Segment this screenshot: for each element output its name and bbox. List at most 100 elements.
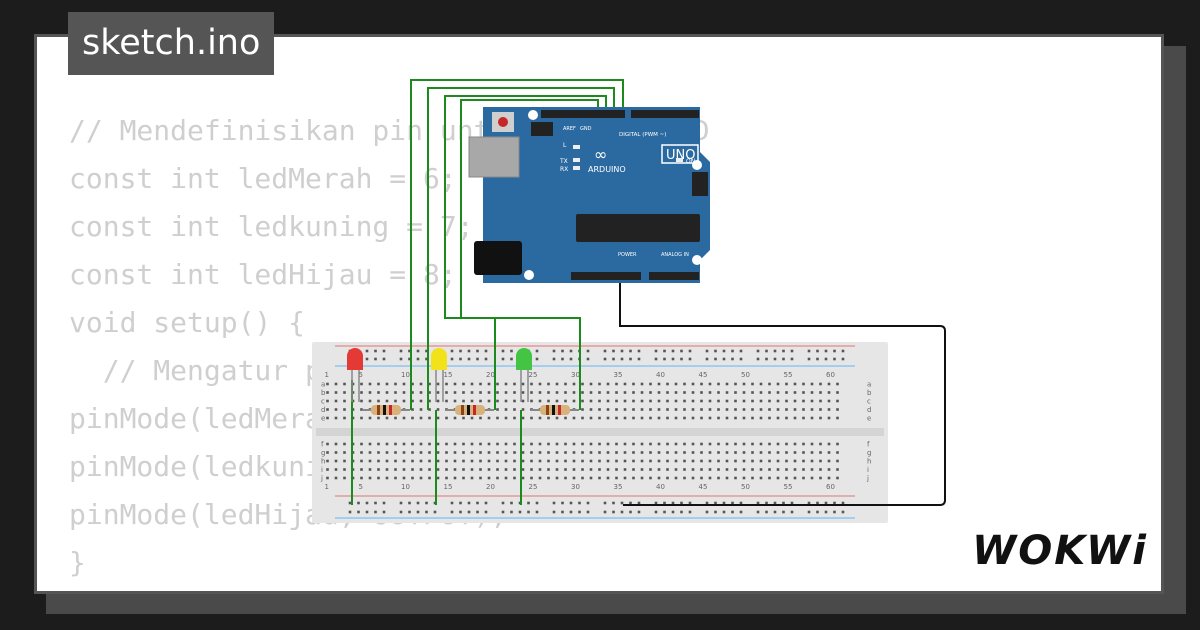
breadboard-hole [751, 476, 754, 480]
breadboard-hole [564, 399, 567, 403]
rail-hole [612, 349, 615, 353]
breadboard-hole [598, 408, 601, 411]
breadboard-hole [334, 451, 338, 454]
rail-hole [816, 357, 819, 361]
breadboard-hole [666, 459, 669, 463]
breadboard-hole [581, 451, 584, 454]
breadboard-hole [411, 416, 414, 420]
breadboard-hole [691, 408, 695, 411]
breadboard-hole [700, 391, 703, 394]
breadboard-hole [564, 382, 567, 386]
breadboard-hole [708, 459, 712, 463]
rail-hole [705, 357, 709, 361]
breadboard-hole [453, 416, 457, 420]
rail-hole [731, 510, 734, 514]
breadboard-hole [428, 416, 431, 420]
breadboard-hole [394, 416, 397, 420]
breadboard-hole [657, 442, 661, 446]
breadboard-hole [436, 399, 440, 403]
breadboard-hole [462, 468, 465, 471]
breadboard-hole [623, 399, 627, 403]
breadboard-hole [470, 416, 474, 420]
rail-hole [552, 501, 556, 505]
rail-hole [756, 510, 760, 514]
rail-hole [663, 510, 666, 514]
breadboard-hole [547, 476, 550, 480]
row-letter: d [321, 406, 325, 414]
breadboard-hole [572, 451, 576, 454]
row-letter: d [867, 406, 871, 414]
breadboard-hole [343, 459, 346, 463]
breadboard-hole [419, 399, 423, 403]
breadboard-hole [513, 459, 516, 463]
breadboard-hole [776, 451, 780, 454]
breadboard-hole [343, 391, 346, 394]
column-number: 1 [325, 483, 329, 491]
breadboard-hole [411, 442, 414, 446]
breadboard-hole [530, 382, 533, 386]
breadboard-hole [615, 468, 618, 471]
breadboard-hole [734, 391, 737, 394]
breadboard-hole [436, 442, 440, 446]
breadboard-hole [734, 416, 737, 420]
row-letter: a [867, 381, 871, 389]
breadboard-hole [504, 476, 508, 480]
breadboard-hole [734, 451, 737, 454]
rail-hole [807, 510, 811, 514]
breadboard-hole [666, 399, 669, 403]
breadboard-hole [521, 459, 525, 463]
rail-hole [459, 357, 462, 361]
breadboard-hole [827, 442, 831, 446]
breadboard-hole [810, 416, 814, 420]
breadboard-hole [521, 408, 525, 411]
rail-hole [467, 510, 471, 514]
breadboard-hole [632, 408, 635, 411]
breadboard-hole [462, 451, 465, 454]
breadboard-hole [538, 416, 542, 420]
reset-button [498, 117, 508, 127]
breadboard-hole [479, 391, 482, 394]
rail-hole [603, 510, 607, 514]
breadboard-hole [598, 468, 601, 471]
breadboard-hole [462, 442, 465, 446]
breadboard-hole [759, 476, 763, 480]
breadboard-hole [615, 416, 618, 420]
breadboard-hole [632, 476, 635, 480]
breadboard-hole [606, 476, 610, 480]
breadboard-hole [776, 459, 780, 463]
rail-hole [476, 501, 479, 505]
column-number: 40 [656, 483, 665, 491]
rail-hole [535, 357, 539, 361]
breadboard-hole [581, 476, 584, 480]
breadboard-hole [385, 476, 389, 480]
breadboard-hole [470, 382, 474, 386]
breadboard-hole [326, 468, 329, 471]
breadboard-hole [649, 391, 652, 394]
breadboard-hole [470, 476, 474, 480]
row-letter: b [321, 389, 326, 397]
rail-hole [765, 501, 768, 505]
column-number: 35 [614, 371, 623, 379]
breadboard-hole [734, 382, 737, 386]
rail-hole [671, 510, 675, 514]
breadboard-hole [819, 442, 822, 446]
breadboard-hole [385, 451, 389, 454]
on-label: ON [686, 158, 695, 165]
breadboard-hole [598, 382, 601, 386]
breadboard-hole [411, 476, 414, 480]
rail-hole [663, 349, 666, 353]
file-tab[interactable]: sketch.ino [68, 12, 275, 75]
breadboard-hole [708, 391, 712, 394]
rail-hole [476, 510, 479, 514]
breadboard-hole [640, 408, 644, 411]
breadboard-hole [547, 442, 550, 446]
breadboard-hole [759, 468, 763, 471]
rail-hole [765, 510, 768, 514]
breadboard-hole [700, 382, 703, 386]
rail-hole [765, 357, 768, 361]
rail-hole [374, 501, 377, 505]
breadboard-hole [640, 476, 644, 480]
column-number: 35 [614, 483, 623, 491]
breadboard-hole [615, 442, 618, 446]
breadboard-hole [402, 459, 406, 463]
